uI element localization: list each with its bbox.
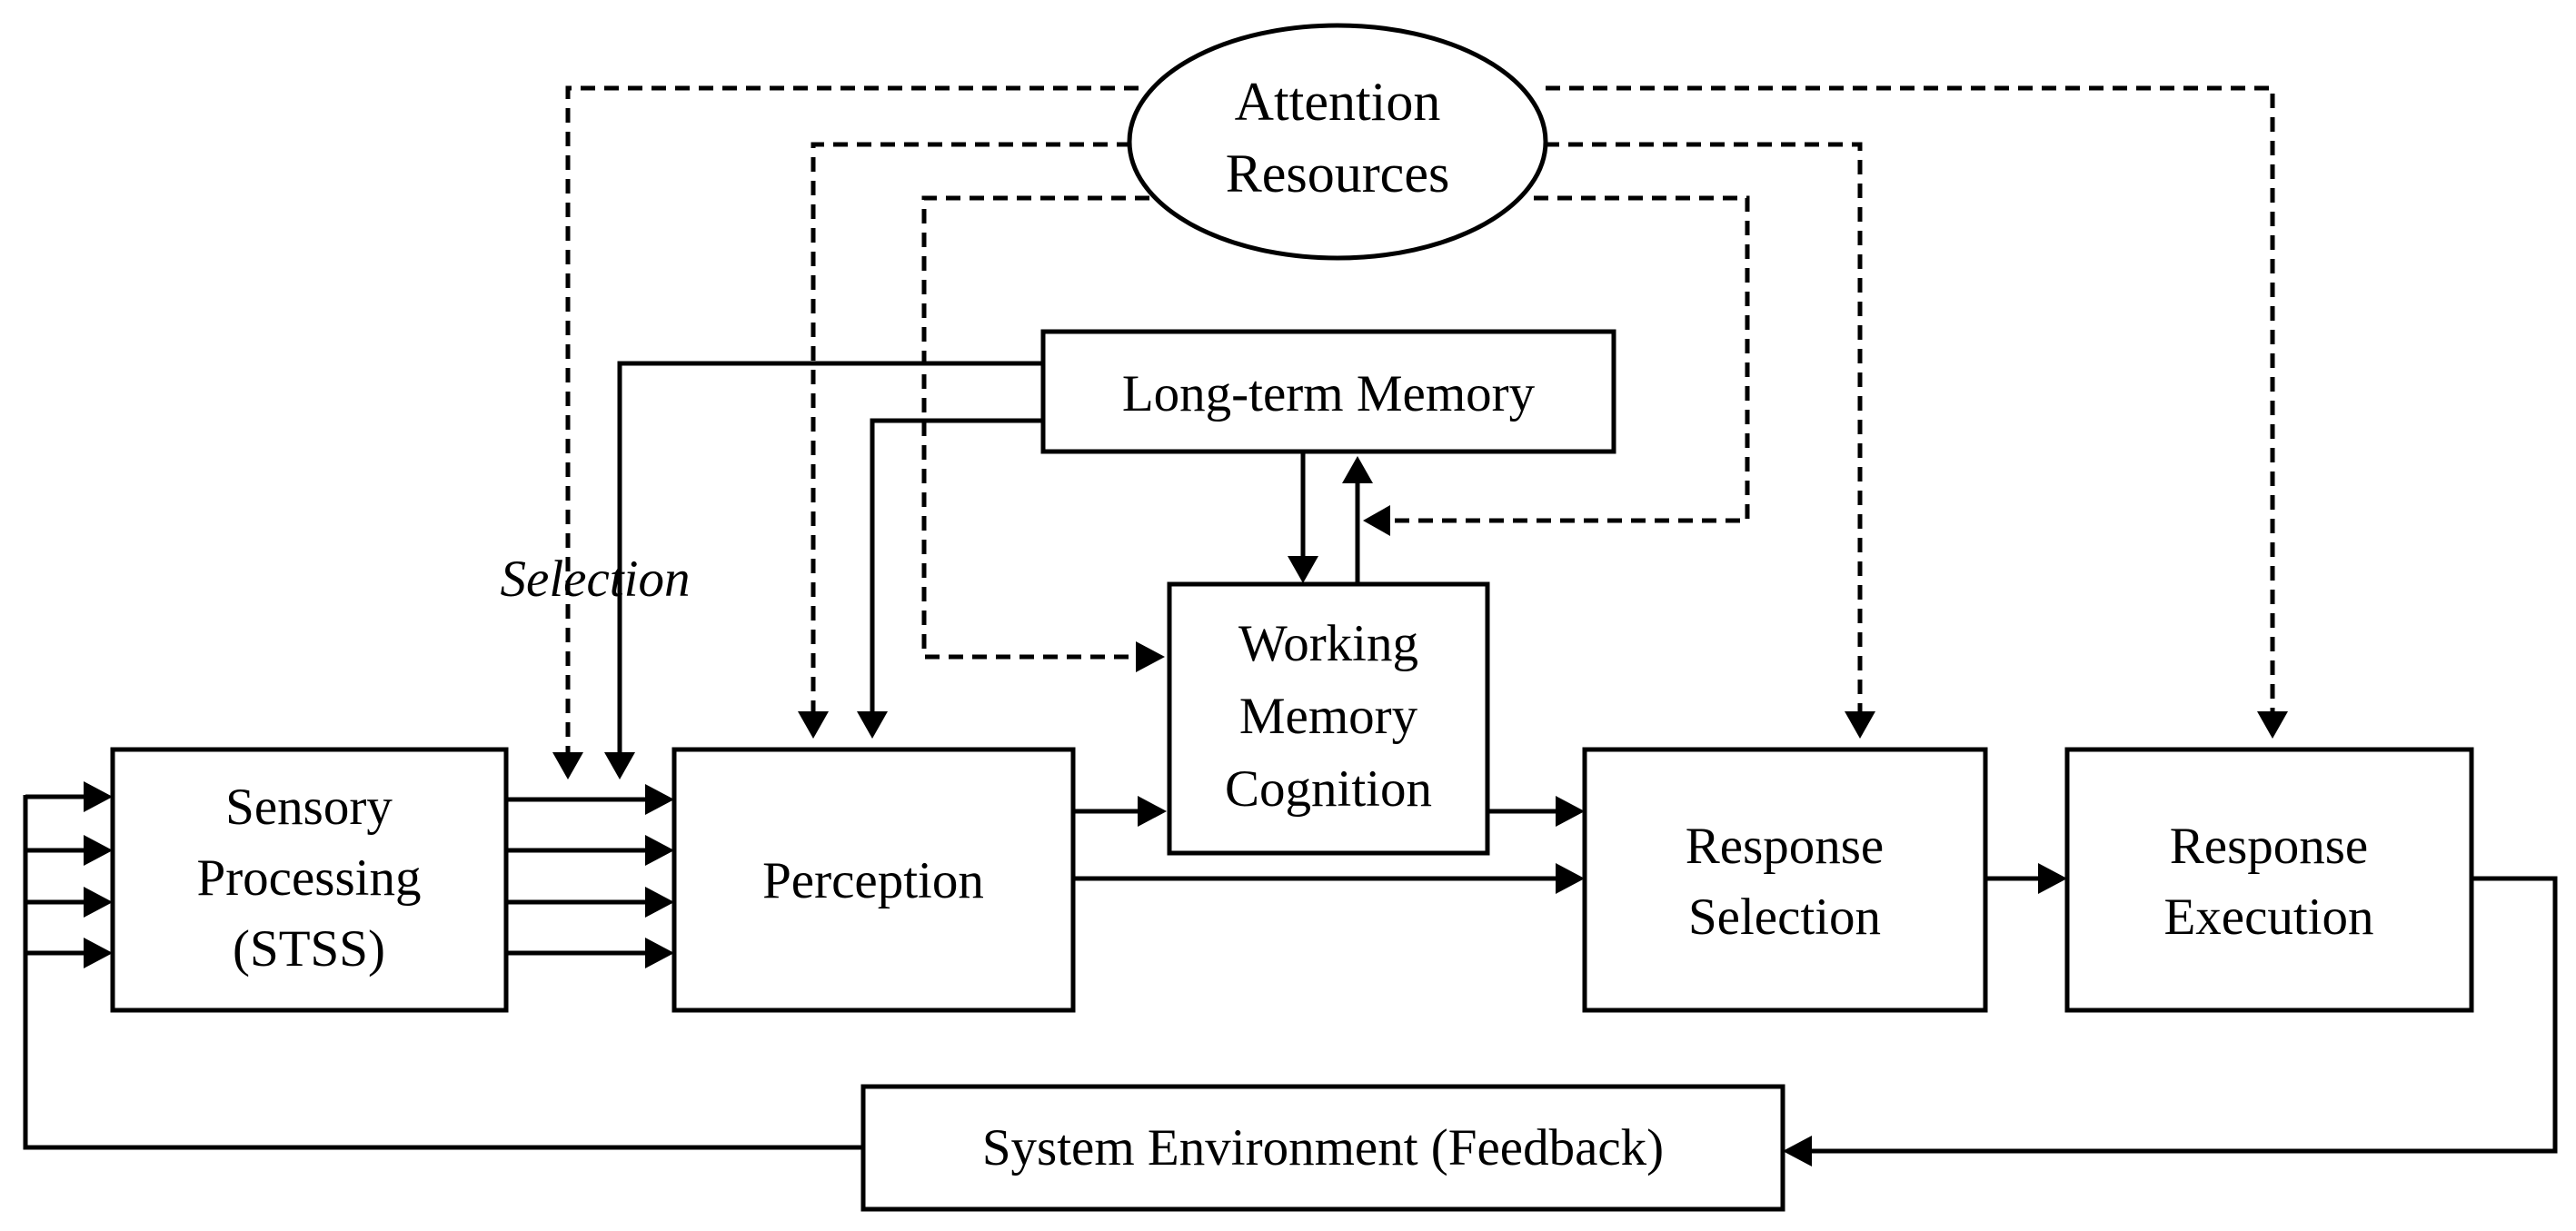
- sensory-processing-label-line-2: Processing: [197, 849, 422, 907]
- arrowhead-sensory-perception-4: [645, 938, 674, 968]
- attention-edges: [565, 85, 2275, 757]
- arrowhead-attention-selection: [552, 752, 583, 779]
- arrowhead-perception-response-selection: [1556, 863, 1585, 894]
- response-execution-label-line-2: Execution: [2163, 889, 2373, 946]
- arrowhead-attention-working-memory: [1136, 641, 1165, 672]
- working-memory-box: [1167, 581, 1490, 856]
- working-memory-label-line-1: Working: [1238, 615, 1418, 672]
- arrowhead-feedback-sensory-2: [84, 835, 113, 866]
- flow-edges: [23, 361, 2558, 1154]
- response-execution-box: [2064, 747, 2474, 1013]
- working-memory-label-line-3: Cognition: [1225, 760, 1432, 818]
- response-execution-label-line-1: Response: [2170, 818, 2368, 875]
- attention-resources-label-line-2: Resources: [1226, 144, 1450, 204]
- sensory-processing-label-line-3: (STSS): [233, 920, 385, 978]
- edge-attention-to-selection: [565, 85, 1139, 757]
- arrowhead-perception-working-memory: [1138, 796, 1167, 827]
- node-attention-resources: Attention Resources: [1127, 23, 1548, 261]
- arrowhead-feedback-sensory-3: [84, 887, 113, 918]
- node-working-memory: Working Memory Cognition: [1167, 581, 1490, 856]
- arrowhead-feedback-sensory-1: [84, 781, 113, 812]
- arrowhead-working-memory-ltm: [1342, 456, 1373, 483]
- system-environment-label: System Environment (Feedback): [982, 1119, 1664, 1176]
- arrowhead-feedback-sensory-4: [84, 938, 113, 968]
- attention-resources-ellipse: [1127, 23, 1548, 261]
- arrowhead-attention-ltm: [1363, 505, 1390, 536]
- arrowhead-attention-response-selection: [1845, 711, 1875, 739]
- node-response-execution: Response Execution: [2064, 747, 2474, 1013]
- arrowhead-ltm-selection: [604, 752, 635, 779]
- arrowhead-sensory-perception-2: [645, 835, 674, 866]
- arrowhead-sensory-perception-3: [645, 887, 674, 918]
- perception-box: [671, 747, 1076, 1013]
- long-term-memory-label: Long-term Memory: [1122, 365, 1536, 422]
- sensory-processing-label-line-1: Sensory: [225, 779, 393, 836]
- edge-attention-to-long-term-memory: [1387, 195, 1750, 523]
- selection-annotation: Selection: [501, 551, 691, 608]
- system-environment-box: [860, 1084, 1785, 1212]
- response-selection-label-line-2: Selection: [1688, 889, 1881, 946]
- arrowhead-ltm-working-memory: [1288, 556, 1318, 583]
- edge-attention-to-response-selection: [1545, 142, 1863, 715]
- node-system-environment: System Environment (Feedback): [860, 1084, 1785, 1212]
- edge-ltm-to-selection: [617, 361, 1043, 756]
- edge-environment-feedback-loop: [23, 795, 863, 1150]
- attention-resources-label-line-1: Attention: [1235, 72, 1441, 132]
- sensory-processing-box: [110, 747, 509, 1013]
- edge-ltm-to-perception: [870, 418, 1043, 718]
- edge-attention-to-perception: [811, 142, 1131, 715]
- edge-attention-to-working-memory: [921, 195, 1149, 660]
- arrowheads: [84, 456, 2288, 1166]
- response-selection-label-line-1: Response: [1686, 818, 1884, 875]
- arrowhead-response-selection-execution: [2038, 863, 2067, 894]
- arrowhead-execution-environment: [1783, 1136, 1812, 1166]
- working-memory-label-line-2: Memory: [1239, 688, 1418, 745]
- arrowhead-working-memory-response-selection: [1556, 796, 1585, 827]
- perception-label: Perception: [762, 852, 984, 909]
- edge-attention-to-response-execution: [1546, 85, 2275, 715]
- arrowhead-ltm-perception: [857, 711, 888, 739]
- node-perception: Perception: [671, 747, 1076, 1013]
- node-sensory-processing: Sensory Processing (STSS): [110, 747, 509, 1013]
- node-long-term-memory: Long-term Memory: [1040, 329, 1616, 454]
- arrowhead-attention-response-execution: [2257, 711, 2288, 739]
- node-response-selection: Response Selection: [1582, 747, 1988, 1013]
- response-selection-box: [1582, 747, 1988, 1013]
- arrowhead-attention-perception: [798, 711, 829, 739]
- edge-execution-to-environment: [1810, 876, 2558, 1154]
- long-term-memory-box: [1040, 329, 1616, 454]
- arrowhead-sensory-perception-1: [645, 784, 674, 815]
